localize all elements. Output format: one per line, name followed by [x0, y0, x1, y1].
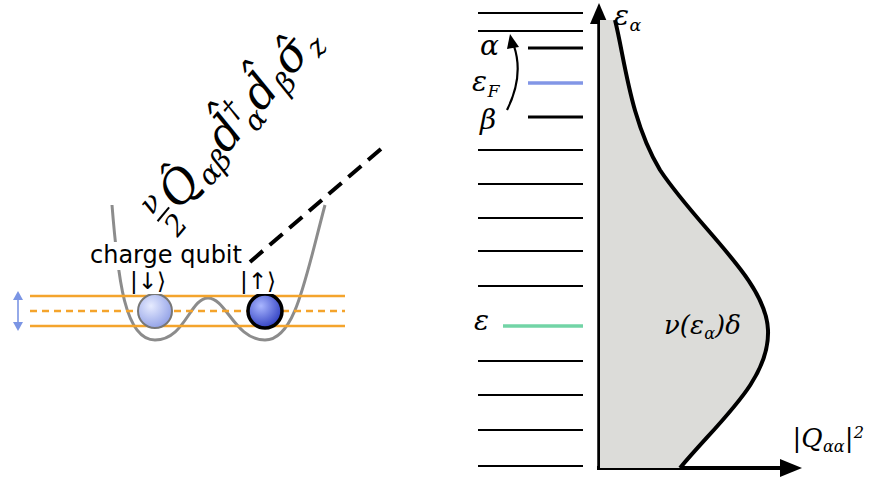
distribution-region: ν(εα)δ — [600, 15, 800, 470]
symbol: ε — [472, 66, 487, 98]
arrow-head — [507, 34, 519, 49]
symbol: ν(ε — [664, 311, 704, 341]
charge-left — [138, 294, 172, 328]
splitting-arrow — [13, 291, 23, 331]
index-symbol: F — [487, 82, 499, 102]
symbol: α — [480, 30, 499, 62]
state-label: |↓⟩ — [128, 268, 168, 294]
symbol: )δ — [715, 311, 741, 341]
index-symbol: α — [629, 16, 641, 36]
transition-arrow — [507, 46, 518, 110]
coupling-leader — [250, 148, 382, 262]
symbol: |↓⟩ — [130, 268, 166, 294]
state-label: |↑⟩ — [238, 268, 278, 294]
symbol: |↑⟩ — [240, 268, 276, 294]
fermi-level — [528, 81, 583, 85]
density-label: ν(εα)δ — [664, 311, 741, 341]
level-label: εF — [472, 66, 499, 98]
index-symbol: αα — [823, 438, 845, 457]
qubit-levels — [30, 296, 345, 326]
energy-levels — [478, 13, 583, 466]
symbol: | — [845, 424, 854, 454]
symbol: β — [480, 104, 496, 136]
hamiltonian-term: ν2Q̂αβd̂†αd̂βσ̂z — [133, 14, 338, 242]
symbol: charge qubit — [90, 242, 242, 270]
axis-label: |Qαα|2 — [793, 424, 864, 454]
symbol: ε — [474, 305, 489, 337]
charge-right — [248, 294, 282, 328]
qubit-title: charge qubit — [88, 242, 244, 270]
level-label: ε — [474, 305, 489, 337]
level-label: α — [480, 30, 499, 62]
level-epsilon — [503, 324, 583, 328]
distribution-shape — [600, 15, 800, 470]
symbol: |Q — [793, 424, 823, 454]
arrow-head — [780, 459, 802, 477]
symbol: α — [704, 325, 715, 344]
level-label: β — [480, 104, 496, 136]
index-symbol: 2 — [854, 424, 864, 443]
